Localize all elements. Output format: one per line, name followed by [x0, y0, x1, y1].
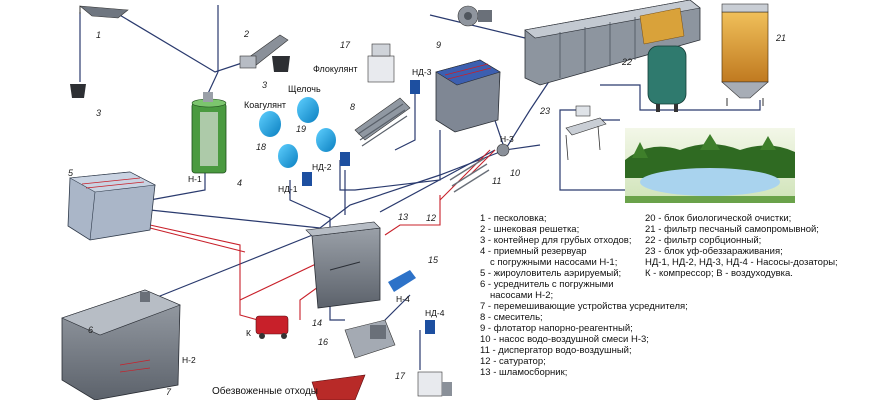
waste-container-2	[272, 56, 290, 72]
legend-item: 22 - фильтр сорбционный;	[645, 235, 762, 246]
dosing-pump-nd3	[410, 80, 420, 94]
number-15: 15	[428, 255, 439, 265]
number-17-bottom: 17	[395, 371, 406, 381]
compressor-label: К	[246, 328, 251, 338]
pump-h3-label: Н-3	[500, 134, 514, 144]
pond-image	[625, 128, 795, 203]
reagent-tank-18	[278, 144, 298, 168]
legend-item: 5 - жироуловитель аэрируемый;	[480, 268, 622, 279]
number-6: 6	[88, 325, 94, 335]
legend-item: 10 - насос водо-воздушной смеси Н-3;	[480, 334, 649, 345]
legend-item: 12 - сатуратор;	[480, 356, 546, 367]
legend-item: 21 - фильтр песчаный самопромывной;	[645, 224, 819, 235]
legend-item: 8 - смеситель;	[480, 312, 543, 323]
grease-trap	[67, 171, 157, 241]
legend-item: 23 - блок уф-обеззараживания;	[645, 246, 783, 257]
equalizer-tank	[61, 289, 181, 400]
legend-item: 20 - блок биологической очистки;	[645, 213, 792, 224]
number-9: 9	[436, 40, 442, 50]
alkali-label: Щелочь	[288, 84, 321, 94]
water-air-disperser	[449, 157, 490, 193]
flocculant-unit	[367, 43, 395, 83]
coagulant-label: Коагулянт	[244, 100, 287, 110]
legend-left: 1 - песколовка; 2 - шнековая решетка; 3 …	[480, 213, 688, 378]
legend-item: с погружными насосами Н-1;	[490, 257, 618, 268]
screw-screen	[239, 34, 289, 69]
number-11: 11	[492, 176, 502, 186]
number-8: 8	[350, 102, 356, 112]
dosing-pump-nd2-label: НД-2	[312, 162, 332, 172]
number-21: 21	[776, 33, 787, 43]
mixer	[354, 97, 411, 147]
blower	[457, 5, 492, 27]
sand-trap	[79, 5, 129, 19]
dewatered-waste-container	[311, 374, 366, 400]
pump-h2-label: Н-2	[182, 355, 196, 365]
dosing-pump-nd1	[302, 172, 312, 186]
legend-item: насосами Н-2;	[490, 290, 554, 301]
number-23: 23	[540, 106, 551, 116]
number-10: 10	[510, 168, 521, 178]
coagulant-tank	[259, 111, 281, 137]
legend-right: 20 - блок биологической очистки; 21 - фи…	[645, 213, 838, 279]
sand-filter	[721, 3, 769, 106]
dosing-pump-nd3-label: НД-3	[412, 67, 432, 77]
uv-disinfection-block	[565, 105, 607, 161]
compressor	[255, 315, 289, 339]
legend-item: 3 - контейнер для грубых отходов;	[480, 235, 632, 246]
number-1: 1	[96, 30, 102, 40]
legend-item: НД-1, НД-2, НД-3, НД-4 - Насосы-дозаторы…	[645, 257, 838, 268]
dosing-pump-nd2	[340, 152, 350, 166]
legend-item: 7 - перемешивающие устройства усреднител…	[480, 301, 688, 312]
number-4: 4	[237, 178, 243, 188]
legend-item: 9 - флотатор напорно-реагентный;	[480, 323, 633, 334]
dewatered-waste-label: Обезвоженные отходы	[212, 386, 318, 397]
waste-container	[70, 84, 86, 98]
number-12: 12	[426, 213, 437, 223]
number-19: 19	[296, 124, 307, 134]
air-pipelines	[149, 149, 496, 323]
number-17-top: 17	[340, 40, 351, 50]
number-3-right: 3	[262, 80, 268, 90]
legend-item: К - компрессор; В - воздуходувка.	[645, 268, 793, 279]
sludge-dewatering	[344, 319, 396, 359]
number-22: 22	[622, 57, 633, 67]
flotator	[435, 59, 501, 133]
legend-item: 1 - песколовка;	[480, 213, 547, 224]
number-5: 5	[68, 168, 74, 178]
flocculant-label: Флокулянт	[313, 64, 358, 74]
dosing-pump-nd4-label: НД-4	[425, 308, 445, 318]
pump-h3	[496, 143, 510, 157]
dosing-pump-nd1-label: НД-1	[278, 184, 298, 194]
pump-h4	[388, 270, 416, 292]
number-16: 16	[318, 337, 329, 347]
sorption-filter	[647, 45, 687, 112]
sludge-collector	[305, 221, 381, 309]
number-18: 18	[256, 142, 267, 152]
number-14: 14	[312, 318, 323, 328]
number-7: 7	[166, 387, 172, 397]
alkali-tank	[297, 97, 319, 123]
reagent-unit-bottom	[417, 371, 452, 397]
legend-item: 4 - приемный резервуар	[480, 246, 587, 257]
number-2: 2	[244, 29, 250, 39]
receiving-tank	[191, 92, 227, 174]
pump-h1-label: Н-1	[188, 174, 202, 184]
legend-item: 2 - шнековая решетка;	[480, 224, 580, 235]
dark-pipelines	[79, 5, 761, 370]
pump-h4-label: Н-4	[396, 294, 410, 304]
legend-item: 13 - шламосборник;	[480, 367, 568, 378]
number-13: 13	[398, 212, 409, 222]
legend-item: 11 - диспергатор водо-воздушный;	[480, 345, 632, 356]
reagent-tank-19	[316, 128, 336, 152]
biological-treatment-block	[524, 0, 701, 86]
number-3-left: 3	[96, 108, 102, 118]
legend-item: 6 - усреднитель с погружными	[480, 279, 614, 290]
dosing-pump-nd4	[425, 320, 435, 334]
